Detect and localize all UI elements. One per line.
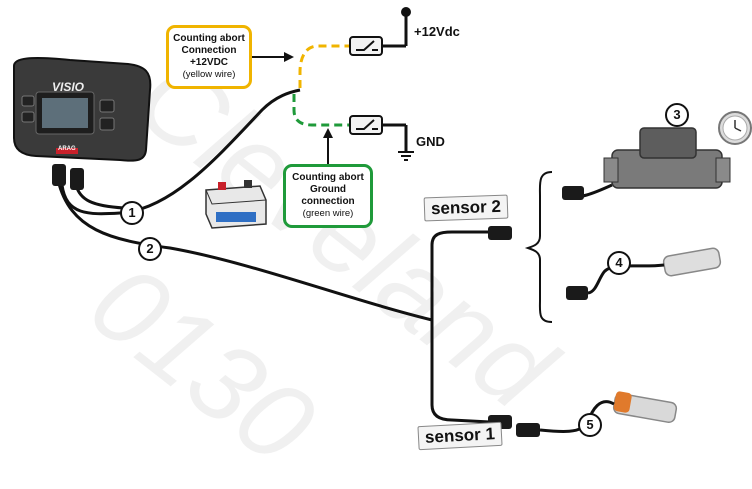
- marker-4: 4: [607, 251, 631, 275]
- splitter-cable-bottom: [430, 320, 491, 424]
- plus-12vdc-label: +12Vdc: [414, 24, 460, 39]
- arrow-green-icon: [323, 128, 333, 138]
- device-brand: VISIO: [52, 80, 85, 94]
- switch-yellow-icon: [349, 36, 383, 56]
- marker-3: 3: [665, 103, 689, 127]
- proximity-sensor-orange-icon: [539, 391, 678, 434]
- proximity-sensor-grey-icon: [566, 247, 722, 300]
- sensor2-tag: sensor 2: [423, 194, 509, 222]
- sensor1-tag: sensor 1: [417, 421, 503, 451]
- yellow-callout-line4: (yellow wire): [182, 69, 236, 80]
- splitter-cable-top: [430, 230, 492, 320]
- arrow-yellow-icon: [284, 52, 294, 62]
- connector-sensor1-mate: [516, 423, 540, 437]
- marker-1: 1: [120, 201, 144, 225]
- green-callout-line1: Counting abort: [292, 172, 364, 183]
- yellow-wire: [298, 44, 350, 88]
- flowmeter-icon: [562, 127, 731, 200]
- yellow-callout-line3: +12VDC: [189, 57, 229, 68]
- plus-terminal: [401, 7, 411, 17]
- curly-brace: [524, 171, 553, 323]
- battery-icon: [205, 180, 267, 229]
- yellow-callout-line2: Connection: [181, 45, 237, 56]
- connector-sensor2: [488, 226, 512, 240]
- switch-green-icon: [349, 115, 383, 135]
- cable-1: [60, 88, 301, 216]
- green-callout-line2: Ground: [309, 184, 347, 195]
- clock-icon: [718, 111, 752, 145]
- yellow-wire-callout: Counting abort Connection +12VDC (yellow…: [166, 25, 252, 89]
- wiring-diagram: [13, 7, 752, 437]
- green-callout-line3: connection: [301, 196, 355, 207]
- device-logo: ARAG: [58, 146, 76, 152]
- marker-5: 5: [578, 413, 602, 437]
- green-wire: [292, 94, 350, 127]
- visio-device-icon: [13, 57, 152, 190]
- green-callout-line4: (green wire): [302, 208, 354, 219]
- gnd-label: GND: [416, 134, 445, 149]
- yellow-callout-line1: Counting abort: [173, 33, 245, 44]
- cable-main: [56, 179, 433, 322]
- marker-2: 2: [138, 237, 162, 261]
- green-wire-callout: Counting abort Ground connection (green …: [283, 164, 373, 228]
